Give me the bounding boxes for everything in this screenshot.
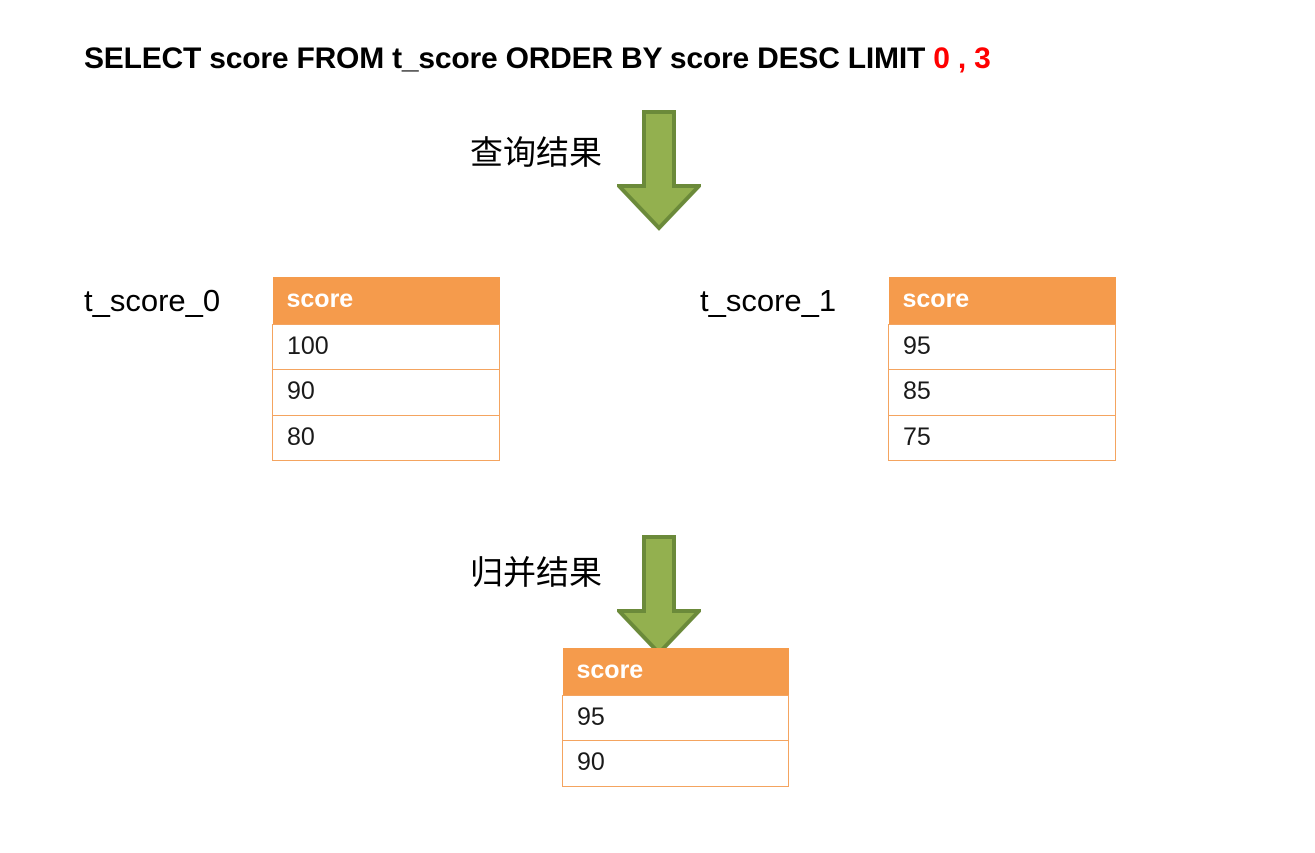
table-row: 80 (272, 414, 500, 461)
table-row: 75 (888, 414, 1116, 461)
sql-statement-prefix: SELECT score FROM t_score ORDER BY score… (84, 42, 934, 75)
sql-statement-title: SELECT score FROM t_score ORDER BY score… (84, 42, 991, 76)
query-result-arrow-icon (617, 110, 701, 231)
table-row: 95 (562, 694, 789, 741)
score-cell: 95 (562, 694, 789, 741)
table-row: 90 (272, 369, 500, 416)
sql-limit-offset: 0 (933, 42, 950, 75)
shard-table-1-label: t_score_1 (700, 283, 837, 318)
table-row: 95 (888, 323, 1116, 370)
score-cell: 90 (272, 369, 500, 416)
column-header-score: score (562, 648, 789, 695)
shard-table-0-label: t_score_0 (84, 283, 221, 318)
table-row: 90 (562, 740, 789, 787)
merged-result-table: score 95 90 (562, 648, 789, 787)
score-cell: 95 (888, 323, 1116, 370)
column-header-score: score (888, 277, 1116, 324)
merge-result-label: 归并结果 (470, 554, 602, 591)
shard-table-0: score 100 90 80 (272, 277, 500, 461)
table-row: 85 (888, 369, 1116, 416)
score-cell: 75 (888, 414, 1116, 461)
score-cell: 80 (272, 414, 500, 461)
table-row: 100 (272, 323, 500, 370)
shard-table-1: score 95 85 75 (888, 277, 1116, 461)
column-header-score: score (272, 277, 500, 324)
table-header-row: score (562, 648, 789, 695)
sql-limit-separator: , (949, 42, 975, 75)
sql-limit-count: 3 (974, 42, 991, 75)
score-cell: 85 (888, 369, 1116, 416)
merge-result-arrow-icon (617, 535, 701, 656)
query-result-label: 查询结果 (470, 134, 602, 171)
table-header-row: score (888, 277, 1116, 324)
score-cell: 100 (272, 323, 500, 370)
score-cell: 90 (562, 740, 789, 787)
table-header-row: score (272, 277, 500, 324)
